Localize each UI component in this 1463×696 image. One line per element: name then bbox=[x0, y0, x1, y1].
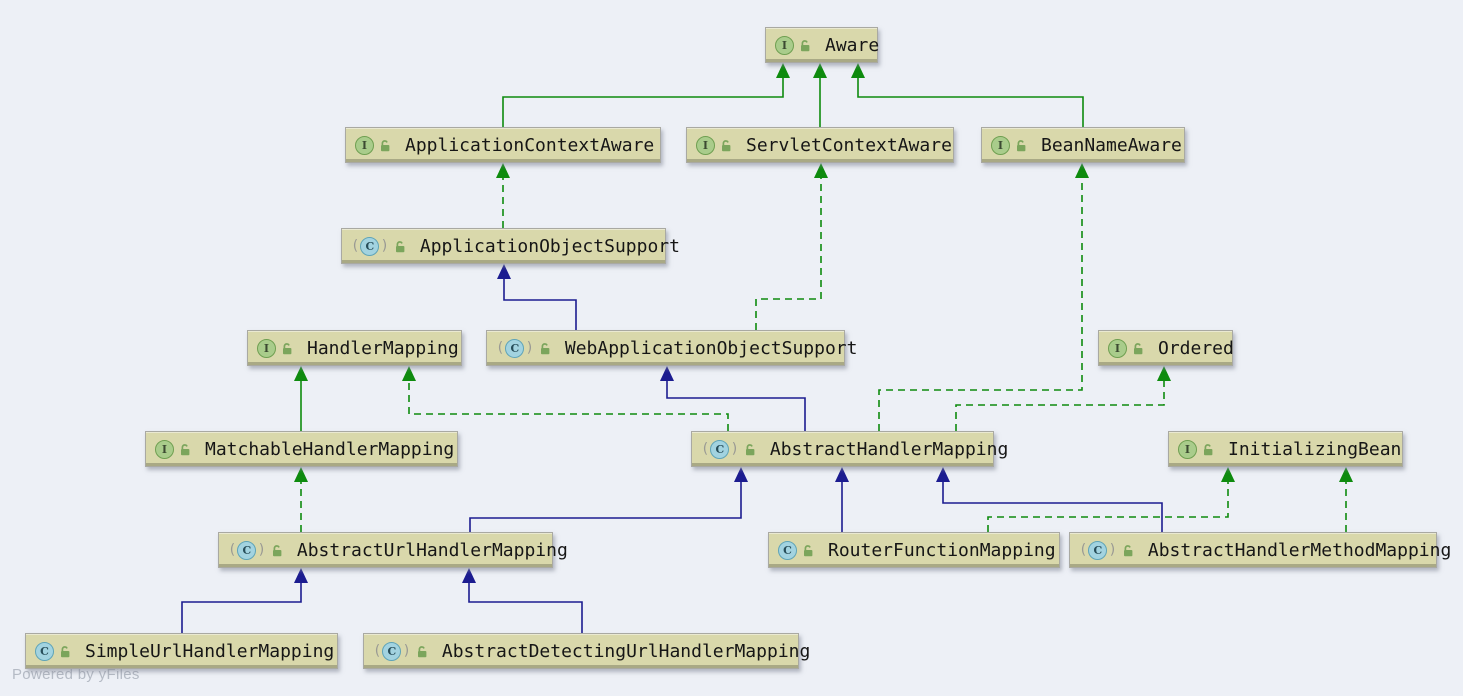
diagram-node-router-function-mapping[interactable]: C RouterFunctionMapping bbox=[768, 532, 1060, 568]
diagram-node-initializing-bean[interactable]: I InitializingBean bbox=[1168, 431, 1403, 467]
interface-icon: I bbox=[257, 338, 276, 358]
interface-icon: I bbox=[1178, 439, 1197, 459]
interface-icon: I bbox=[775, 35, 794, 55]
edge-abstract-detecting-url-handler-mapping-to-abstract-url-handler-mapping bbox=[462, 568, 583, 633]
open-lock-icon bbox=[1017, 139, 1026, 151]
class-name-label: ApplicationContextAware bbox=[405, 134, 655, 156]
edge-abstract-handler-mapping-to-web-application-object-support bbox=[660, 366, 806, 431]
edge-web-application-object-support-to-servlet-context-aware bbox=[755, 163, 828, 330]
open-lock-icon bbox=[804, 544, 813, 556]
edge-abstract-handler-method-mapping-to-initializing-bean bbox=[1339, 467, 1353, 532]
edge-bean-name-aware-to-aware bbox=[851, 63, 1084, 127]
diagram-node-abstract-url-handler-mapping[interactable]: (C) AbstractUrlHandlerMapping bbox=[218, 532, 568, 568]
open-lock-icon bbox=[540, 342, 550, 354]
open-lock-icon bbox=[1204, 443, 1213, 455]
class-name-label: AbstractUrlHandlerMapping bbox=[296, 539, 568, 561]
class-name-label: Aware bbox=[825, 34, 880, 56]
diagram-node-abstract-handler-mapping[interactable]: (C) AbstractHandlerMapping bbox=[691, 431, 1008, 467]
diagram-node-abstract-detecting-url-handler-mapping[interactable]: (C) AbstractDetectingUrlHandlerMapping bbox=[363, 633, 810, 669]
edge-web-application-object-support-to-application-object-support bbox=[497, 264, 577, 330]
interface-icon: I bbox=[355, 135, 374, 155]
diagram-node-application-object-support[interactable]: (C) ApplicationObjectSupport bbox=[341, 228, 680, 264]
open-lock-icon bbox=[801, 39, 810, 51]
powered-by-yfiles-label: Powered by yFiles bbox=[12, 666, 140, 683]
class-name-label: HandlerMapping bbox=[307, 337, 459, 359]
open-lock-icon bbox=[272, 544, 282, 556]
diagram-node-web-application-object-support[interactable]: (C) WebApplicationObjectSupport bbox=[486, 330, 857, 366]
edge-abstract-handler-mapping-to-ordered bbox=[955, 366, 1171, 431]
class-name-label: ApplicationObjectSupport bbox=[419, 235, 680, 257]
interface-icon: I bbox=[696, 135, 715, 155]
edge-abstract-handler-mapping-to-handler-mapping bbox=[402, 366, 729, 431]
open-lock-icon bbox=[745, 443, 755, 455]
class-name-label: BeanNameAware bbox=[1041, 134, 1182, 156]
class-icon: C bbox=[35, 641, 54, 661]
diagram-node-abstract-handler-method-mapping[interactable]: (C) AbstractHandlerMethodMapping bbox=[1069, 532, 1451, 568]
abstract-class-icon: (C) bbox=[351, 236, 389, 256]
open-lock-icon bbox=[283, 342, 292, 354]
open-lock-icon bbox=[1134, 342, 1143, 354]
diagram-node-matchable-handler-mapping[interactable]: I MatchableHandlerMapping bbox=[145, 431, 458, 467]
class-name-label: WebApplicationObjectSupport bbox=[564, 337, 858, 359]
diagram-node-bean-name-aware[interactable]: I BeanNameAware bbox=[981, 127, 1185, 163]
edge-servlet-context-aware-to-aware bbox=[813, 63, 827, 127]
edge-application-context-aware-to-aware bbox=[502, 63, 790, 127]
diagram-node-ordered[interactable]: I Ordered bbox=[1098, 330, 1234, 366]
class-name-label: Ordered bbox=[1158, 337, 1234, 359]
diagram-node-aware[interactable]: I Aware bbox=[765, 27, 880, 63]
edge-router-function-mapping-to-abstract-handler-mapping bbox=[835, 467, 849, 532]
abstract-class-icon: (C) bbox=[228, 540, 266, 560]
class-name-label: AbstractHandlerMapping bbox=[769, 438, 1009, 460]
open-lock-icon bbox=[61, 645, 70, 657]
edge-simple-url-handler-mapping-to-abstract-url-handler-mapping bbox=[181, 568, 308, 633]
open-lock-icon bbox=[381, 139, 390, 151]
diagram-node-simple-url-handler-mapping[interactable]: C SimpleUrlHandlerMapping bbox=[25, 633, 338, 669]
edge-abstract-url-handler-mapping-to-abstract-handler-mapping bbox=[469, 467, 748, 532]
abstract-class-icon: (C) bbox=[701, 439, 739, 459]
class-name-label: RouterFunctionMapping bbox=[828, 539, 1056, 561]
edge-matchable-handler-mapping-to-handler-mapping bbox=[294, 366, 308, 431]
class-name-label: AbstractDetectingUrlHandlerMapping bbox=[441, 640, 811, 662]
class-name-label: AbstractHandlerMethodMapping bbox=[1147, 539, 1452, 561]
diagram-node-servlet-context-aware[interactable]: I ServletContextAware bbox=[686, 127, 954, 163]
open-lock-icon bbox=[1123, 544, 1133, 556]
diagram-node-handler-mapping[interactable]: I HandlerMapping bbox=[247, 330, 462, 366]
abstract-class-icon: (C) bbox=[1079, 540, 1117, 560]
open-lock-icon bbox=[417, 645, 427, 657]
edge-abstract-url-handler-mapping-to-matchable-handler-mapping bbox=[294, 467, 308, 532]
interface-icon: I bbox=[155, 439, 174, 459]
open-lock-icon bbox=[722, 139, 731, 151]
edge-router-function-mapping-to-initializing-bean bbox=[987, 467, 1235, 532]
abstract-class-icon: (C) bbox=[373, 641, 411, 661]
interface-icon: I bbox=[1108, 338, 1127, 358]
edge-abstract-handler-method-mapping-to-abstract-handler-mapping bbox=[936, 467, 1163, 532]
abstract-class-icon: (C) bbox=[496, 338, 534, 358]
open-lock-icon bbox=[181, 443, 190, 455]
diagram-node-application-context-aware[interactable]: I ApplicationContextAware bbox=[345, 127, 661, 163]
class-name-label: ServletContextAware bbox=[746, 134, 952, 156]
class-name-label: MatchableHandlerMapping bbox=[205, 438, 455, 460]
class-name-label: InitializingBean bbox=[1228, 438, 1402, 460]
open-lock-icon bbox=[395, 240, 405, 252]
class-icon: C bbox=[778, 540, 797, 560]
edge-abstract-handler-mapping-to-bean-name-aware bbox=[878, 163, 1089, 431]
class-name-label: SimpleUrlHandlerMapping bbox=[85, 640, 335, 662]
edge-application-object-support-to-application-context-aware bbox=[496, 163, 510, 228]
interface-icon: I bbox=[991, 135, 1010, 155]
